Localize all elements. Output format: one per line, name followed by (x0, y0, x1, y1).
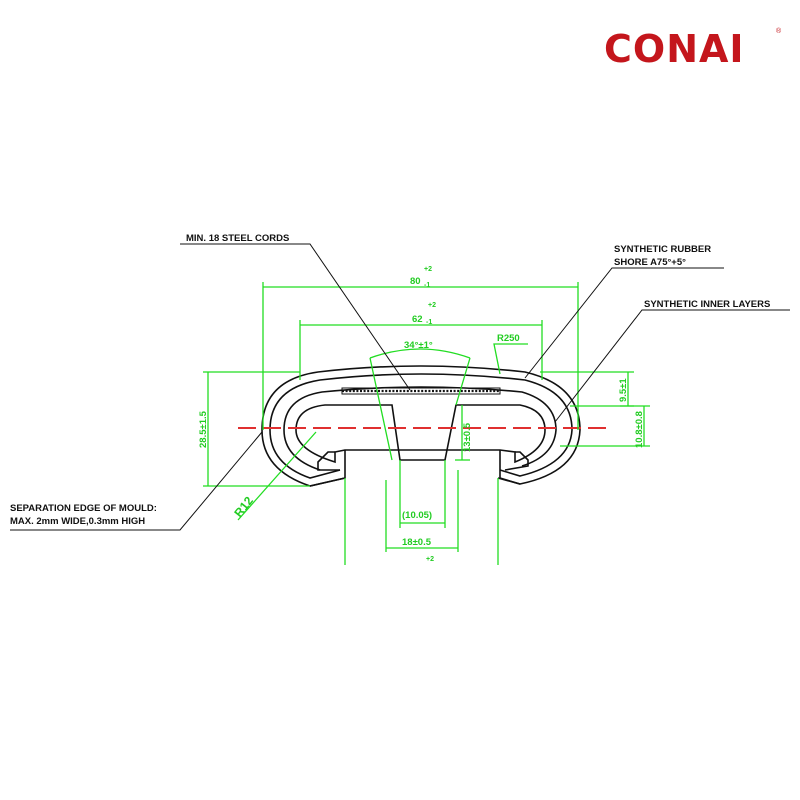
dim-62-value: 62 (412, 314, 423, 325)
rubber-label-line2: SHORE A75°+5° (614, 257, 686, 268)
dim-height-lip: 10.8±0.8 (634, 411, 645, 448)
inner-layers-label: SYNTHETIC INNER LAYERS (644, 299, 770, 310)
rubber-label-line1: SYNTHETIC RUBBER (614, 244, 711, 255)
steel-cords-band (341, 387, 501, 395)
dim-slot-width-tol: +2 (426, 556, 434, 563)
dim-angle: 34°±1° (404, 340, 433, 351)
dim-slot-width: 18±0.5 (402, 537, 432, 548)
dim-80-tol-plus: +2 (424, 266, 432, 273)
profile-outline (261, 365, 581, 487)
conai-logo: CONAI ® (604, 26, 784, 72)
mould-label-line1: SEPARATION EDGE OF MOULD: (10, 503, 157, 514)
dim-r12: R12 (231, 494, 256, 520)
dim-slot-bottom: (10.05) (402, 510, 432, 521)
steel-cords-label: MIN. 18 STEEL CORDS (186, 233, 289, 244)
dim-62-tol-minus: -1 (426, 319, 432, 326)
dimension-lines (203, 282, 650, 565)
note-leaders (10, 243, 790, 531)
dim-height-right: 9.5±1 (618, 378, 629, 402)
dim-r250: R250 (497, 333, 520, 344)
dim-80-value: 80 (410, 276, 421, 287)
logo-text: CONAI (604, 27, 745, 71)
dim-62-tol-plus: +2 (428, 302, 436, 309)
dim-80-tol-minus: -1 (424, 282, 430, 289)
registered-mark: ® (776, 28, 782, 35)
dim-slot-depth: 13±0.5 (462, 422, 473, 452)
mould-label-line2: MAX. 2mm WIDE,0.3mm HIGH (10, 516, 145, 527)
dim-height-total: 28.5±1.5 (198, 410, 209, 448)
